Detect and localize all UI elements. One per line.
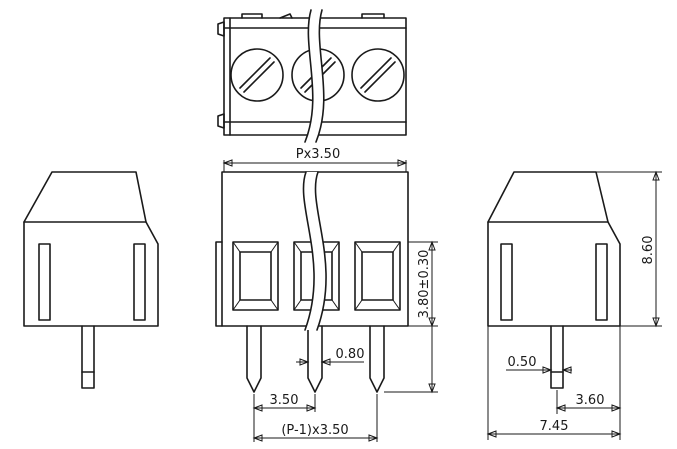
clamp-height-label: 3.80±0.30	[417, 250, 432, 319]
left-slot-left	[38, 243, 51, 321]
left-body-outline	[23, 171, 159, 327]
depth-label: 7.45	[540, 419, 569, 434]
right-slot-right	[595, 243, 608, 321]
pitch-arrows	[252, 404, 317, 412]
left-side-view	[23, 171, 159, 389]
pin-thickness-label: 0.50	[508, 355, 537, 370]
depth-dimension	[487, 326, 620, 440]
top-latch-lower	[217, 113, 225, 129]
pin-length-arrows	[555, 404, 622, 412]
screw-3	[351, 48, 405, 102]
clamp-opening-3	[354, 241, 401, 311]
right-body-outline	[487, 171, 621, 327]
top-tab-3	[361, 13, 385, 19]
top-body-outline	[223, 17, 407, 136]
top-view	[217, 9, 407, 143]
pitch-total-label: Px3.50	[296, 147, 340, 162]
clamp-opening-1	[232, 241, 279, 311]
pin-thickness-arrows	[542, 366, 572, 374]
top-tab-1	[241, 13, 263, 19]
pitch-total-label-bg	[285, 144, 375, 160]
right-pin	[550, 325, 564, 389]
left-slot-right	[133, 243, 146, 321]
front-view: Px3.50 3.80±0.30	[215, 144, 438, 442]
pitch-total-arrows	[222, 159, 408, 167]
front-pin-1	[246, 325, 262, 393]
pitch-dimension	[253, 394, 316, 412]
pitch-total-dimension	[223, 160, 407, 172]
top-latch-upper	[217, 21, 225, 37]
front-left-flange	[215, 241, 223, 327]
depth-arrows	[486, 430, 622, 438]
front-pin-3	[369, 325, 385, 393]
top-break-line-right	[315, 9, 325, 143]
clamp-height-arrows	[428, 240, 436, 328]
pin-span-label: (P-1)x3.50	[281, 423, 348, 438]
screw-1	[230, 48, 284, 102]
pitch-label: 3.50	[270, 393, 299, 408]
front-break-line-right	[314, 171, 327, 331]
pin-length-arrow	[428, 383, 436, 394]
height-arrows	[652, 170, 660, 328]
right-side-view: 8.60 0.50 3.60 7.45	[486, 170, 662, 440]
front-break-line-left	[302, 171, 315, 331]
front-break-gap	[303, 172, 327, 330]
pin-length-dimension	[556, 326, 621, 440]
pin-span-dimension	[253, 394, 378, 442]
top-break-line-left	[304, 9, 314, 143]
pin-length-label: 3.60	[576, 393, 605, 408]
top-tab-2	[279, 13, 293, 19]
pin-width-label: 0.80	[336, 347, 365, 362]
right-slot-left	[500, 243, 513, 321]
front-pin-2	[307, 325, 323, 393]
height-label: 8.60	[641, 236, 656, 265]
pin-span-arrows	[252, 434, 379, 442]
clamp-height-dimension	[408, 241, 438, 327]
pin-width-arrows	[299, 358, 331, 366]
height-dimension	[596, 171, 662, 327]
left-pin	[81, 325, 95, 389]
